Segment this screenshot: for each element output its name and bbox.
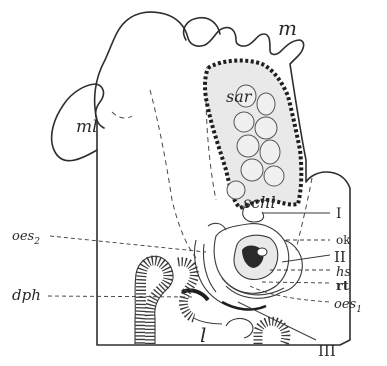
- leader-oes2: [50, 236, 206, 252]
- leader-III: [238, 302, 316, 340]
- striated-tube-right: [258, 321, 286, 344]
- label-ml: ml: [76, 117, 98, 137]
- label-dph: dph: [12, 286, 41, 304]
- label-III: III: [318, 342, 336, 360]
- lower-band: [222, 302, 266, 309]
- label-oes1: oes1: [334, 297, 362, 315]
- label-oes2: oes2: [12, 229, 40, 247]
- label-ok: ok: [336, 233, 351, 247]
- label-hs: hs: [336, 265, 351, 280]
- label-sar: sar: [226, 87, 253, 106]
- label-I: I: [336, 206, 342, 222]
- label-m: m: [278, 16, 297, 40]
- tube-joint: [194, 318, 222, 324]
- label-schl: schl: [243, 193, 276, 212]
- label-rt: rt: [336, 279, 349, 294]
- label-l: l: [200, 323, 206, 347]
- label-II: II: [334, 248, 346, 266]
- center-fold: [208, 223, 226, 230]
- right-organ-lobe: [282, 240, 302, 292]
- left-dashed-boundary: [150, 90, 196, 258]
- leader-dph: [48, 296, 194, 297]
- otocyst: [257, 248, 267, 256]
- ml-dashed-line: [112, 112, 132, 118]
- lower-loop: [226, 319, 253, 338]
- striated-tube-left: [140, 260, 168, 344]
- sarcophagus-fill: [205, 61, 301, 208]
